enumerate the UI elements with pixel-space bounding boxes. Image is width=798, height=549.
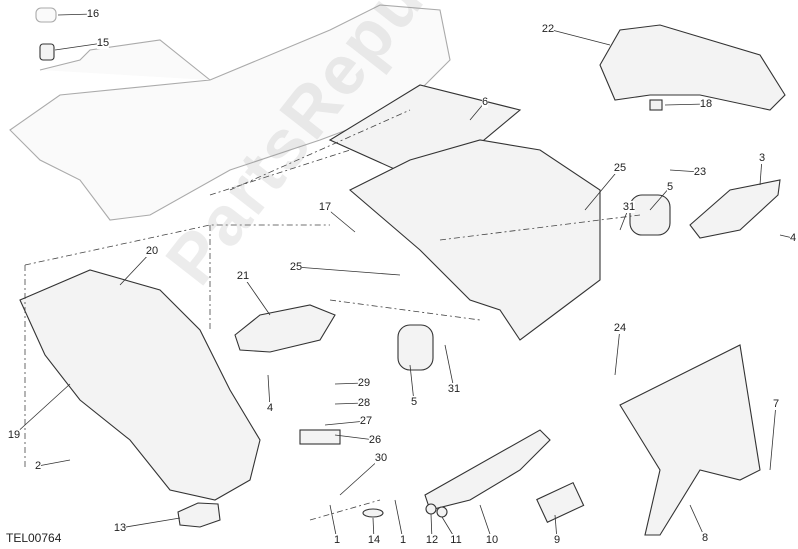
- leader-line: [584, 167, 621, 211]
- leader-line: [409, 364, 415, 403]
- callout-31: 31: [447, 383, 461, 395]
- spacer-15: [39, 43, 55, 61]
- callout-4: 4: [789, 232, 797, 244]
- leader-line: [334, 434, 376, 441]
- leader-line: [324, 420, 367, 426]
- leader-line: [13, 383, 71, 436]
- license-plate-holder: [619, 344, 761, 536]
- callout-5: 5: [666, 181, 674, 193]
- plate-support-10: [424, 429, 551, 511]
- leader-line: [547, 28, 611, 46]
- callout-17: 17: [318, 201, 332, 213]
- callout-30: 30: [374, 452, 388, 464]
- lamp-holder-26: [299, 429, 341, 445]
- callout-6: 6: [481, 96, 489, 108]
- tail-light: [599, 24, 786, 111]
- callout-18: 18: [699, 98, 713, 110]
- callout-4: 4: [266, 402, 274, 414]
- turn-signal-left: [234, 304, 336, 353]
- callout-3: 3: [758, 152, 766, 164]
- leader-line: [119, 517, 181, 529]
- callout-12: 12: [425, 534, 439, 546]
- clip-18: [649, 99, 663, 111]
- callout-16: 16: [86, 8, 100, 20]
- leader-line: [614, 327, 621, 376]
- leader-line: [394, 499, 404, 541]
- callout-1: 1: [333, 534, 341, 546]
- callout-5: 5: [410, 396, 418, 408]
- turn-signal-right: [689, 179, 781, 239]
- callout-28: 28: [357, 397, 371, 409]
- callout-20: 20: [145, 245, 159, 257]
- callout-19: 19: [7, 429, 21, 441]
- callout-24: 24: [613, 322, 627, 334]
- callout-29: 29: [357, 377, 371, 389]
- callout-14: 14: [367, 534, 381, 546]
- callout-25: 25: [613, 162, 627, 174]
- grommet-5: [629, 194, 671, 236]
- leader-line: [295, 266, 401, 276]
- callout-15: 15: [96, 37, 110, 49]
- reflector-9: [536, 481, 585, 523]
- callout-27: 27: [359, 415, 373, 427]
- grommet-5b: [397, 324, 434, 371]
- callout-31: 31: [622, 201, 636, 213]
- undertray: [19, 269, 261, 501]
- rear-mudguard: [349, 139, 601, 341]
- callout-2: 2: [34, 460, 42, 472]
- callout-23: 23: [693, 166, 707, 178]
- leader-line: [769, 403, 777, 471]
- bumper-16: [35, 7, 57, 23]
- callout-25: 25: [289, 261, 303, 273]
- callout-10: 10: [485, 534, 499, 546]
- callout-11: 11: [450, 534, 462, 546]
- callout-22: 22: [541, 23, 555, 35]
- callout-7: 7: [772, 398, 780, 410]
- leader-line: [54, 42, 104, 51]
- callout-26: 26: [368, 434, 382, 446]
- leader-line: [242, 275, 271, 316]
- cover-13: [177, 502, 221, 528]
- drawing-code: TEL00764: [6, 531, 62, 545]
- callout-1: 1: [399, 534, 407, 546]
- leader-line: [664, 103, 707, 106]
- callout-9: 9: [553, 534, 561, 546]
- callout-8: 8: [701, 532, 709, 544]
- callout-21: 21: [236, 270, 250, 282]
- leader-line: [444, 344, 455, 390]
- callout-13: 13: [113, 522, 127, 534]
- leader-line: [649, 186, 671, 211]
- lens-14: [362, 508, 384, 518]
- leader-line: [37, 459, 71, 467]
- leader-line: [339, 457, 382, 496]
